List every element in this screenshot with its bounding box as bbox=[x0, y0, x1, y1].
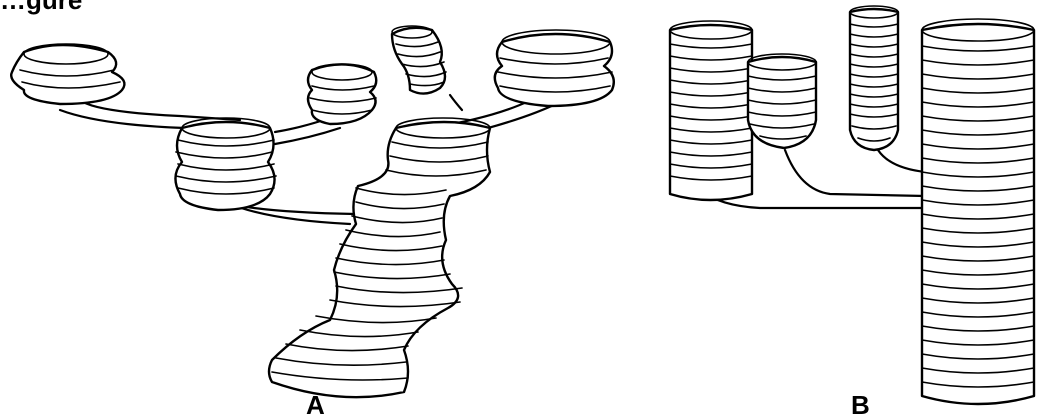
branch-b-cup-to-trunk bbox=[785, 150, 925, 196]
branch-b-thin-to-trunk bbox=[878, 150, 925, 172]
disc-stack-a-trunk bbox=[269, 118, 490, 397]
cylinder-b-left bbox=[670, 21, 752, 200]
cylinder-b-trunk bbox=[922, 19, 1034, 404]
disc-stack-a-top-right bbox=[495, 30, 614, 106]
panel-b-diagram bbox=[670, 6, 1034, 404]
cylinder-b-cup bbox=[748, 54, 816, 148]
panel-label-a: A bbox=[306, 392, 325, 418]
branch-a-top-left-lower bbox=[60, 110, 185, 128]
disc-stack-a-top-left bbox=[11, 44, 124, 104]
disc-stack-a-narrow bbox=[392, 26, 446, 94]
cylinder-b-thin bbox=[850, 6, 898, 150]
branch-a-top-left bbox=[80, 100, 240, 120]
disc-stack-a-small bbox=[308, 64, 376, 124]
branch-a-narrow-to-right bbox=[450, 95, 462, 110]
panel-label-b: B bbox=[851, 392, 870, 418]
panel-a-diagram bbox=[11, 26, 614, 397]
disc-stack-a-mid-left bbox=[175, 118, 276, 210]
